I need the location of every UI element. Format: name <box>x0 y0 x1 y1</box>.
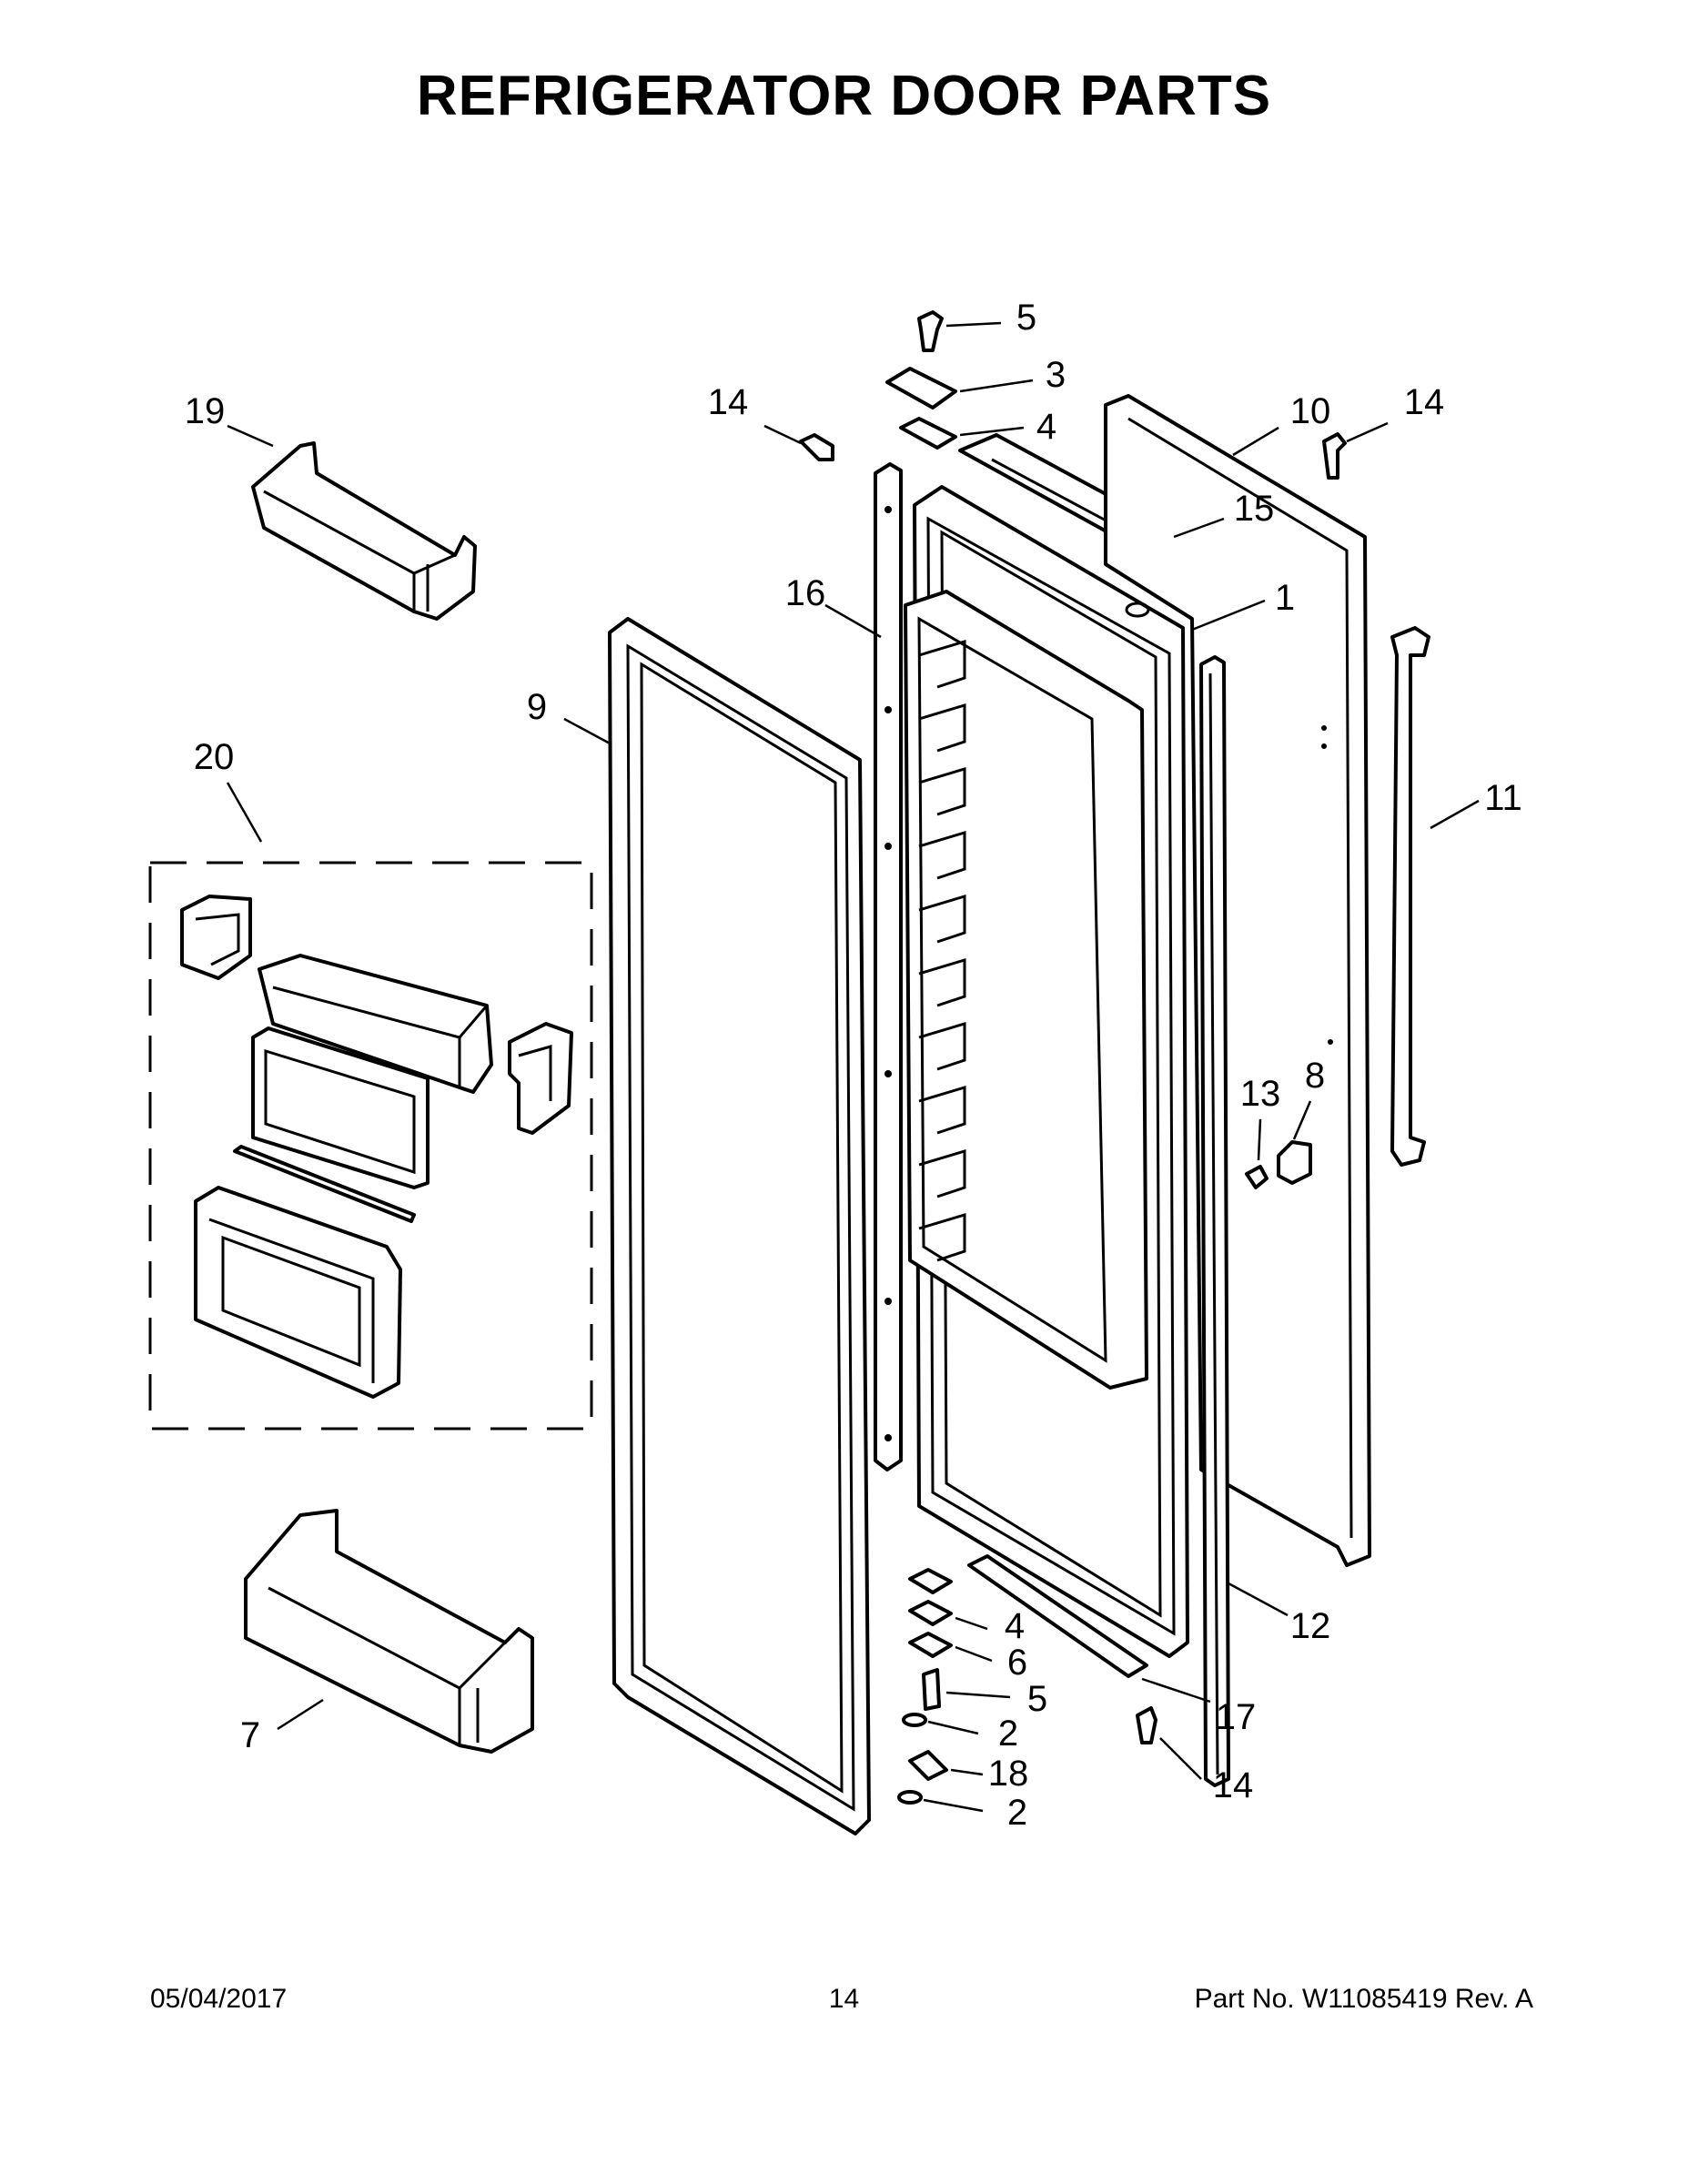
callout-20: 20 <box>194 737 235 777</box>
callout-1: 1 <box>1275 578 1295 618</box>
callout-5-top: 5 <box>1016 298 1036 338</box>
part-7-door-bin[interactable] <box>244 1509 534 1754</box>
door-shelf-supports <box>918 639 966 1262</box>
leader-lines <box>226 321 1480 1813</box>
callout-2-bottom: 2 <box>1007 1793 1027 1833</box>
part-20-deli-drawer-assembly[interactable] <box>148 861 593 1431</box>
part-10-outer-door-panel[interactable] <box>1104 394 1371 1567</box>
part-14-screw-bottom[interactable] <box>1136 1706 1157 1744</box>
callout-15: 15 <box>1234 489 1275 529</box>
callout-8: 8 <box>1305 1056 1325 1096</box>
part-16-door-trim-strip[interactable] <box>874 462 903 1471</box>
part-3-top-hinge[interactable] <box>885 367 957 410</box>
callout-2-top: 2 <box>998 1714 1018 1754</box>
part-2-washer-bottom[interactable] <box>897 1790 923 1805</box>
callout-5-bottom: 5 <box>1027 1679 1047 1719</box>
callout-11: 11 <box>1484 778 1522 818</box>
callout-labels: 5 3 4 14 10 14 15 19 16 1 9 20 11 8 13 1… <box>185 298 1522 1833</box>
callout-4-top: 4 <box>1036 407 1056 447</box>
callout-13: 13 <box>1240 1074 1281 1114</box>
part-6-bottom-hinge[interactable] <box>908 1632 953 1658</box>
callout-9: 9 <box>527 687 547 727</box>
part-5-top-hinge-screw[interactable] <box>917 310 944 352</box>
part-14-screw-right[interactable] <box>1322 432 1347 480</box>
callout-12: 12 <box>1290 1606 1331 1646</box>
part-8-handle-bracket[interactable] <box>1277 1140 1312 1185</box>
part-14-screw-left[interactable] <box>799 433 834 461</box>
callout-14-right: 14 <box>1404 382 1445 422</box>
callout-19: 19 <box>185 391 226 431</box>
part-1-door-liner[interactable] <box>904 485 1189 1658</box>
part-2-washer-top[interactable] <box>902 1713 927 1727</box>
callout-7: 7 <box>240 1715 260 1755</box>
callout-4-bottom: 4 <box>1005 1606 1025 1646</box>
footer-part-number: Part No. W11085419 Rev. A <box>1194 1984 1533 2014</box>
callout-6: 6 <box>1007 1643 1027 1683</box>
part-11-door-handle[interactable] <box>1390 626 1430 1167</box>
part-5-bottom-hinge-pin[interactable] <box>922 1668 941 1711</box>
part-18-hinge-cam[interactable] <box>908 1750 948 1781</box>
callout-16: 16 <box>785 573 826 613</box>
footer-date: 05/04/2017 <box>150 1984 288 2014</box>
callout-14-left: 14 <box>708 382 749 422</box>
part-19-door-bin[interactable] <box>251 441 477 621</box>
footer-page-number: 14 <box>828 1984 860 2014</box>
callout-14-bottom: 14 <box>1213 1765 1254 1805</box>
part-9-door-gasket[interactable] <box>608 617 871 1835</box>
part-13-screw[interactable] <box>1245 1165 1269 1189</box>
callout-10: 10 <box>1290 391 1331 431</box>
part-12-door-gasket-strip[interactable] <box>1199 655 1230 1787</box>
callout-3: 3 <box>1046 355 1066 395</box>
part-4-hinge-shim[interactable] <box>899 417 957 450</box>
callout-18: 18 <box>988 1754 1029 1794</box>
page-title: REFRIGERATOR DOOR PARTS <box>416 65 1272 127</box>
part-4-bottom-shims[interactable] <box>908 1568 953 1626</box>
callout-17: 17 <box>1216 1697 1257 1737</box>
part-17-bottom-cap[interactable] <box>967 1554 1148 1678</box>
